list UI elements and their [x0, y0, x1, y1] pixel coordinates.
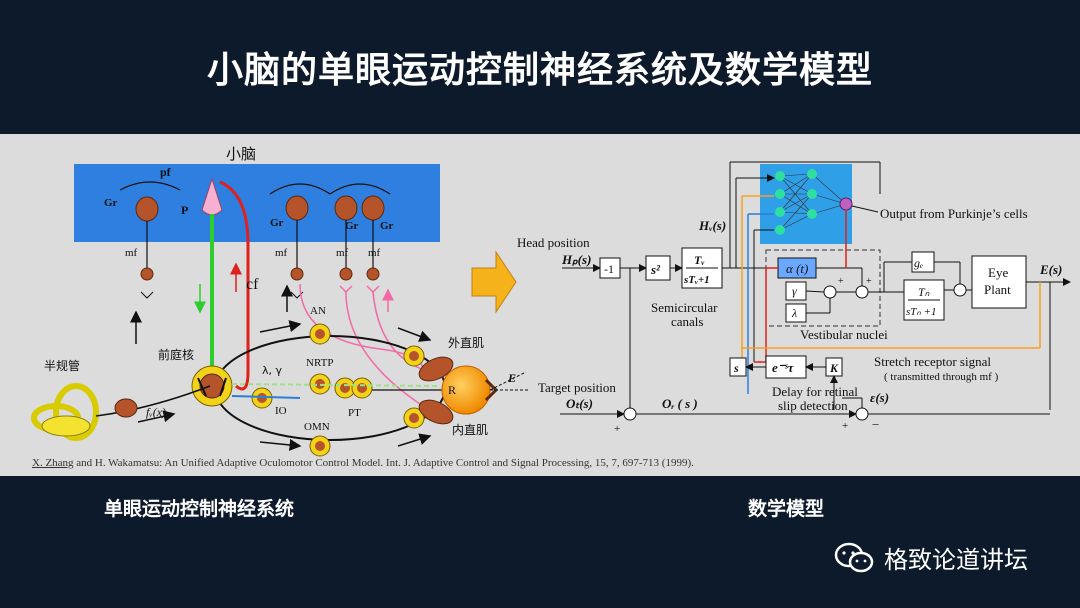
- neural-network-nodes: [775, 169, 853, 235]
- s-block: s: [733, 361, 739, 375]
- es-label: E(s): [1039, 262, 1062, 277]
- brand: 格致论道讲坛: [834, 540, 1028, 575]
- vestibular-nucleus-label: 前庭核: [158, 347, 194, 362]
- eye-plant-block: [971, 255, 1027, 309]
- ot-label: Oₜ(s): [566, 396, 593, 411]
- fv-label: fᵥ(x): [146, 405, 166, 419]
- neural-network-region: [760, 164, 852, 244]
- citation-rest: and H. Wakamatsu: An Unified Adaptive Oc…: [73, 457, 694, 469]
- lambda-block: λ: [791, 306, 797, 320]
- vestibular-nuclei-label: Vestibular nuclei: [800, 327, 888, 342]
- gr-label-3: Gr: [345, 220, 359, 232]
- caption-left: 单眼运动控制神经系统: [104, 498, 295, 520]
- sum-plus-1: +: [838, 276, 844, 287]
- mf-label-2: mf: [275, 247, 288, 259]
- or-label: Oᵣ ( s ): [662, 396, 698, 411]
- gr-label-1: Gr: [104, 197, 118, 209]
- caption-right: 数学模型: [748, 498, 825, 520]
- e-label: E: [507, 371, 516, 385]
- mf-label-1: mf: [125, 247, 138, 259]
- hv-label: Hᵥ(s): [698, 218, 726, 233]
- hp-label: Hₚ(s): [561, 252, 591, 267]
- pf-label: pf: [160, 165, 172, 179]
- slide-title: 小脑的单眼运动控制神经系统及数学模型: [206, 50, 873, 91]
- an-label: AN: [310, 305, 326, 317]
- pt-label: PT: [348, 407, 361, 419]
- wechat-icon: [834, 542, 874, 572]
- sum-plus-3: +: [614, 423, 620, 435]
- sum-minus: −: [872, 417, 879, 432]
- eye-plant-label-2: Plant: [984, 282, 1011, 297]
- lambda-gamma-label: λ, γ: [262, 364, 283, 377]
- eye-plant-label-1: Eye: [988, 265, 1008, 280]
- tv-denominator: sTᵥ+1: [683, 274, 710, 286]
- cerebellum-label: 小脑: [226, 145, 256, 163]
- delay-block: e⁻ˢτ: [772, 360, 795, 375]
- stretch-receptor-label: Stretch receptor signal: [874, 354, 991, 369]
- s2-block: s²: [650, 262, 661, 277]
- mf-label-4: mf: [368, 247, 381, 259]
- figure-panel: 小脑 pf Gr Gr Gr Gr P mf mf mf mf cf: [0, 134, 1080, 476]
- ge-block: gₑ: [914, 256, 923, 270]
- tn-numerator: Tₙ: [918, 285, 930, 299]
- gr-label-4: Gr: [380, 220, 394, 232]
- gr-label-2: Gr: [270, 217, 284, 229]
- citation-author: X. Zhang: [32, 457, 74, 469]
- brainstem-nuclei: [251, 323, 425, 457]
- tn-denominator: sTₙ +1: [906, 306, 936, 318]
- semicircular-canals-icon: [31, 383, 99, 441]
- delay-label-1: Delay for retinal: [772, 384, 858, 399]
- transition-arrow-icon: [471, 250, 517, 314]
- purkinje-label: P: [181, 203, 188, 217]
- target-position-label: Target position: [538, 380, 616, 395]
- mf-label-3: mf: [336, 247, 349, 259]
- eps-label: ε(s): [870, 390, 889, 405]
- nrtp-label: NRTP: [306, 357, 333, 369]
- medial-rectus-label: 内直肌: [452, 423, 488, 437]
- gamma-block: γ: [792, 284, 797, 298]
- minus1-block: -1: [604, 262, 614, 276]
- semicircular-label: 半规管: [44, 358, 80, 373]
- head-position-label: Head position: [517, 235, 590, 250]
- purkinje-output-label: Output from Purkinje’s cells: [880, 206, 1028, 221]
- sum-plus-2: +: [866, 276, 872, 287]
- lateral-rectus-label: 外直肌: [448, 336, 484, 350]
- r-label: R: [448, 383, 456, 397]
- brand-name: 格致论道讲坛: [884, 546, 1028, 574]
- alpha-label: α (t): [786, 261, 808, 276]
- figure-svg: 小脑 pf Gr Gr Gr Gr P mf mf mf mf cf: [31, 145, 1071, 457]
- omn-label: OMN: [304, 421, 330, 433]
- semicircular-canals-label-2: canals: [671, 314, 703, 329]
- citation: X. Zhang and H. Wakamatsu: An Unified Ad…: [32, 457, 694, 469]
- tv-numerator: Tᵥ: [694, 253, 704, 267]
- sum-plus-4: +: [842, 420, 848, 432]
- delay-label-2: slip detection: [778, 398, 848, 413]
- cf-label: cf: [246, 276, 259, 293]
- io-label: IO: [275, 405, 287, 417]
- semicircular-canals-label-1: Semicircular: [651, 300, 718, 315]
- stretch-receptor-sub: ( transmitted through mf ): [884, 371, 999, 383]
- k-block: K: [829, 361, 839, 375]
- granule-cells: [135, 195, 385, 222]
